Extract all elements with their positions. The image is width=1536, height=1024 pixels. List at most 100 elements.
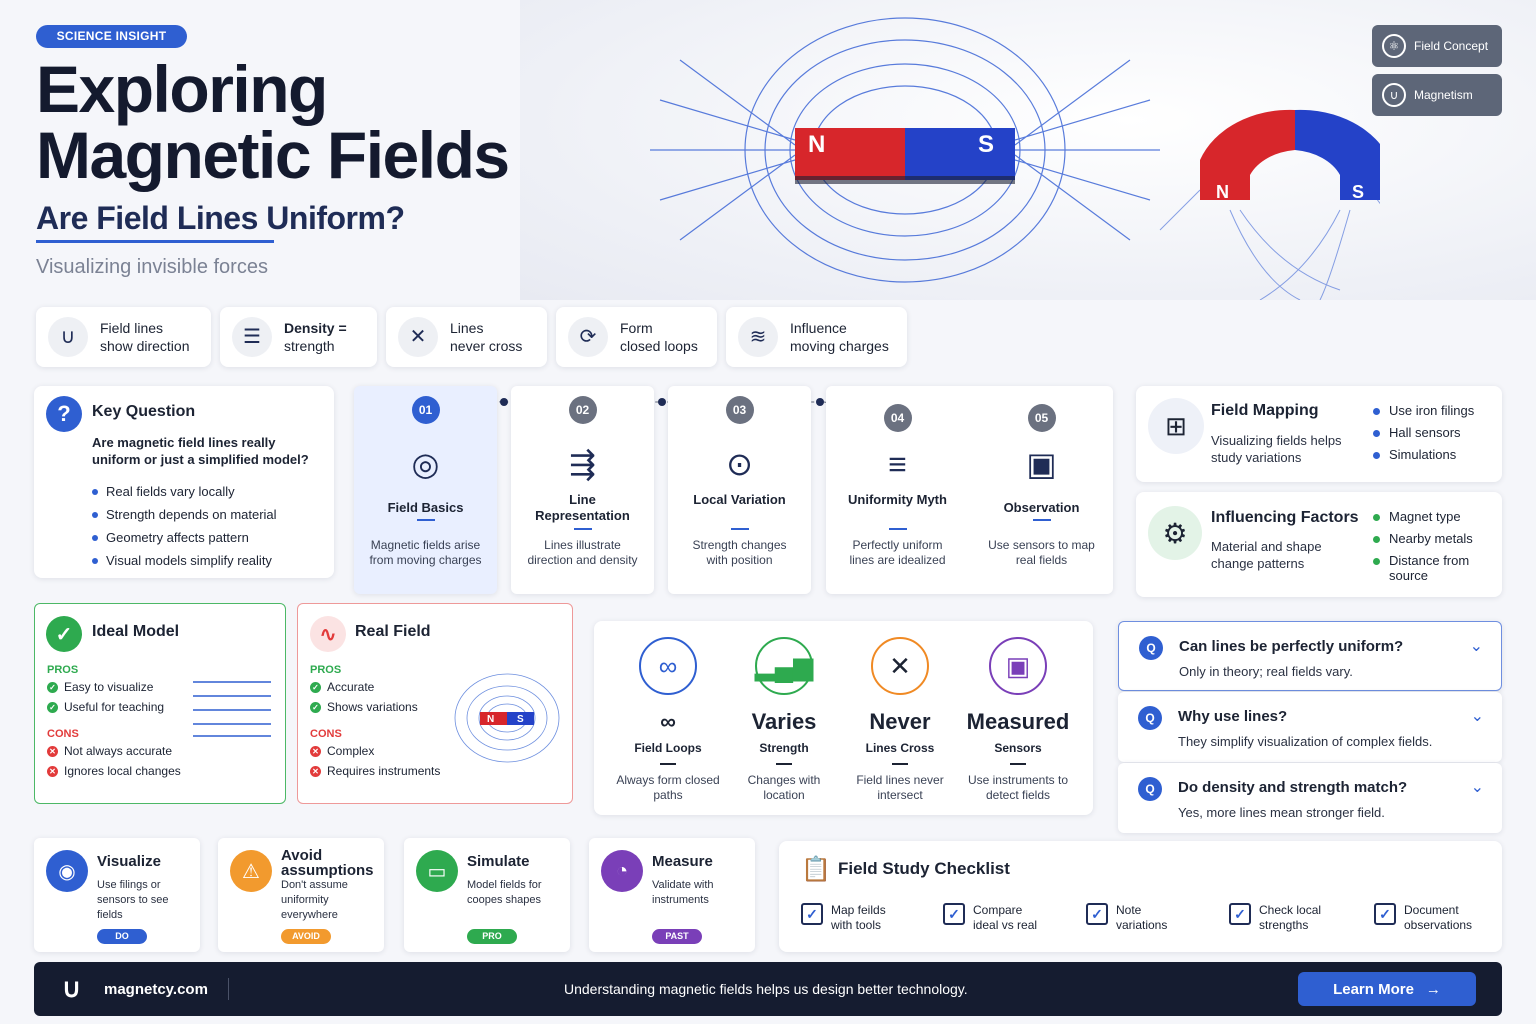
checkbox-icon[interactable]: ✓ xyxy=(943,903,965,925)
horseshoe-field-lines xyxy=(1159,189,1380,300)
mini-s-label: S xyxy=(517,714,524,725)
step-local-variation: 03 ⊙ Local Variation Strength changes wi… xyxy=(668,386,811,594)
q-badge-icon: Q xyxy=(1138,777,1162,801)
checklist-title: Field Study Checklist xyxy=(838,859,1010,878)
map-icon: ⊞ xyxy=(1148,398,1204,454)
science-tag: SCIENCE INSIGHT xyxy=(36,25,187,48)
step-number: 04 xyxy=(883,404,912,432)
subtitle-underline xyxy=(36,240,274,243)
checkbox-icon[interactable]: ✓ xyxy=(1229,903,1251,925)
field-mapping-desc: Visualizing fields helps study variation… xyxy=(1211,433,1342,465)
step-number: 02 xyxy=(568,396,597,424)
stat-desc: Changes with location xyxy=(747,773,821,802)
influencing-list: Magnet type Nearby metals Distance from … xyxy=(1373,509,1493,590)
step-line-representation: 02 ⇶ Line Representation Lines illustrat… xyxy=(511,386,654,594)
stat-value: Varies xyxy=(751,709,817,734)
checkbox-icon[interactable]: ✓ xyxy=(801,903,823,925)
checkbox-icon[interactable]: ✓ xyxy=(1086,903,1108,925)
magnet-icon: ∪ xyxy=(1382,83,1406,107)
list-item: ✓Easy to visualize xyxy=(47,680,207,694)
step-desc: Strength changes with position xyxy=(692,538,787,567)
action-desc: Use filings or sensors to see fields xyxy=(97,879,169,921)
infinity-icon: ∞ xyxy=(639,637,697,695)
list-item: Visual models simplify reality xyxy=(92,553,328,568)
arrow-right-icon: → xyxy=(1425,980,1441,998)
list-item: ✕Not always accurate xyxy=(47,744,207,758)
real-field-card: ∿ Real Field PROS ✓Accurate ✓Shows varia… xyxy=(297,603,573,804)
step-number: 01 xyxy=(411,396,440,424)
check-icon: ✓ xyxy=(47,701,58,713)
chevron-down-icon[interactable]: ⌄ xyxy=(1469,638,1483,655)
feature-density: ☰ Density =strength xyxy=(220,307,377,367)
influencing-title: Influencing Factors xyxy=(1211,509,1359,526)
action-title: Visualize xyxy=(97,853,161,870)
step-divider xyxy=(730,528,749,530)
step-divider xyxy=(888,528,907,530)
step-title: Observation xyxy=(1003,500,1080,515)
list-item: ✓Shows variations xyxy=(310,700,470,714)
step-number: 05 xyxy=(1027,404,1056,432)
arrow-lines-icon: ⇶ xyxy=(569,446,596,482)
check-icon: ✓ xyxy=(310,681,321,693)
list-item: ✓Accurate xyxy=(310,680,470,694)
step-divider xyxy=(573,528,592,530)
chevron-down-icon[interactable]: ⌄ xyxy=(1470,708,1484,725)
stat-label: Strength xyxy=(759,741,809,755)
key-question-card: ? Key Question Are magnetic field lines … xyxy=(34,386,334,578)
stat-sensors: ▣ Measured Sensors Use instruments to de… xyxy=(958,621,1078,803)
list-item: Real fields vary locally xyxy=(92,484,328,499)
faq-item[interactable]: Q Why use lines? They simplify visualiza… xyxy=(1118,692,1502,762)
faq-answer: Yes, more lines mean stronger field. xyxy=(1178,805,1385,820)
x-icon: ✕ xyxy=(47,745,58,757)
action-title: Simulate xyxy=(467,853,530,870)
faq-question: Can lines be perfectly uniform? xyxy=(1179,638,1404,655)
q-badge-icon: Q xyxy=(1138,706,1162,730)
ideal-model-card: ✓ Ideal Model PROS ✓Easy to visualize ✓U… xyxy=(34,603,286,804)
field-concept-button[interactable]: ⚛ Field Concept xyxy=(1372,25,1502,67)
magnetism-button[interactable]: ∪ Magnetism xyxy=(1372,74,1502,116)
chevron-down-icon[interactable]: ⌄ xyxy=(1470,779,1484,796)
check-icon: ✓ xyxy=(46,616,82,652)
check-icon: ✓ xyxy=(47,681,58,693)
checkbox-icon[interactable]: ✓ xyxy=(1374,903,1396,925)
stat-divider xyxy=(660,763,676,765)
field-mapping-card: ⊞ Field Mapping Visualizing fields helps… xyxy=(1136,386,1502,482)
step-desc: Perfectly uniform lines are idealized xyxy=(849,538,946,567)
list-item: ✕Ignores local changes xyxy=(47,764,207,778)
sensor-icon: ▣ xyxy=(989,637,1047,695)
stat-strength: ▂▄▆ Varies Strength Changes with locatio… xyxy=(726,621,842,803)
action-simulate: ▭ Simulate Model fields for coopes shape… xyxy=(404,838,570,952)
magnet-logo-icon: ∪ xyxy=(62,973,82,1003)
footer-site[interactable]: magnetcy.com xyxy=(104,981,208,998)
step-desc: Lines illustrate direction and density xyxy=(527,538,638,567)
list-item: Magnet type xyxy=(1373,509,1493,524)
magnets-illustration: N S N S xyxy=(650,17,1380,300)
faq-answer: Only in theory; real fields vary. xyxy=(1179,664,1353,679)
faq-item[interactable]: Q Can lines be perfectly uniform? Only i… xyxy=(1118,621,1502,691)
key-question-bullets: Real fields vary locally Strength depend… xyxy=(92,484,328,576)
list-item: Use iron filings xyxy=(1373,403,1474,418)
list-item: ✕Complex xyxy=(310,744,470,758)
stat-desc: Use instruments to detect fields xyxy=(967,773,1069,802)
learn-more-button[interactable]: Learn More → xyxy=(1298,972,1476,1006)
step-uniformity-myth: 04 ≡ Uniformity Myth Perfectly uniform l… xyxy=(826,386,969,594)
faq-item[interactable]: Q Do density and strength match? Yes, mo… xyxy=(1118,763,1502,833)
bar-chart-icon: ▂▄▆ xyxy=(755,637,813,695)
uniform-lines-icon xyxy=(193,681,271,737)
horseshoe-magnet: N S xyxy=(1200,109,1380,202)
loop-icon: ⟳ xyxy=(568,317,608,357)
crossed-lines-icon: ✕ xyxy=(398,317,438,357)
ideal-title: Ideal Model xyxy=(92,623,180,640)
cons-label: CONS xyxy=(310,728,342,740)
title-line-2: Magnetic Fields xyxy=(36,118,510,192)
step-uniformity-observation: 04 ≡ Uniformity Myth Perfectly uniform l… xyxy=(826,386,1113,594)
field-icon: ◎ xyxy=(411,446,440,482)
